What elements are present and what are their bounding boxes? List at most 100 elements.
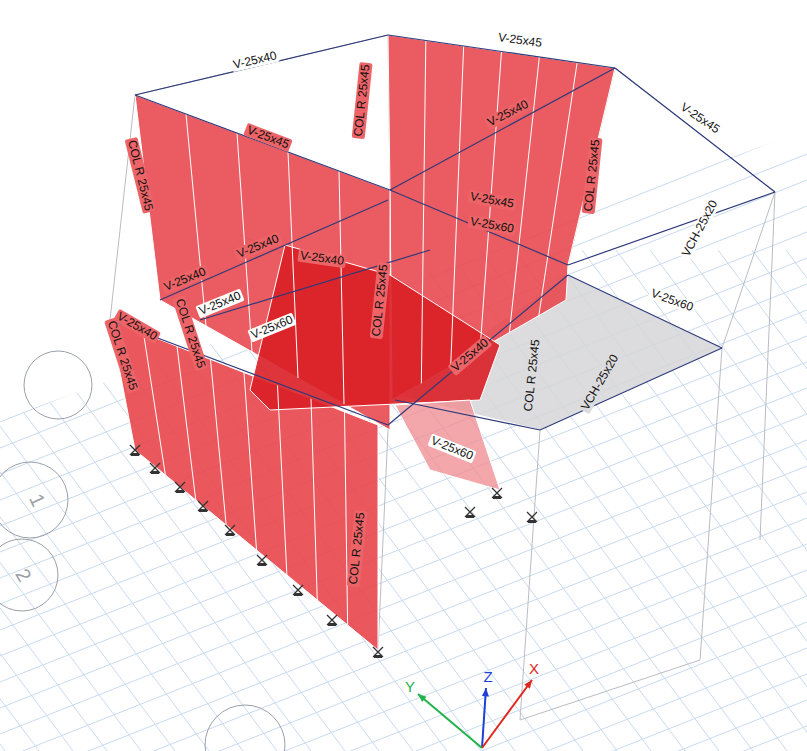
grid-line — [786, 250, 807, 751]
grid-line — [0, 466, 807, 751]
support-mark — [198, 501, 208, 511]
axis-arrow — [482, 680, 532, 748]
grid-bubble-number: 2 — [11, 563, 38, 587]
support-symbol — [198, 501, 208, 512]
support-symbol — [465, 507, 475, 518]
mesh-line — [339, 171, 344, 404]
mesh-line — [451, 46, 464, 367]
axis-arrow — [482, 688, 486, 748]
mesh-line — [177, 346, 196, 500]
support-mark — [257, 555, 267, 565]
beam-line — [568, 275, 722, 348]
support-symbol — [150, 463, 160, 474]
beam-line — [540, 348, 722, 430]
support-symbol — [327, 615, 337, 626]
support-mark — [492, 488, 502, 498]
support-mark — [130, 445, 140, 455]
support-mark — [150, 463, 160, 473]
axis-arrow — [418, 694, 482, 748]
beam-line — [395, 400, 540, 430]
support-base — [226, 533, 234, 536]
support-base — [493, 496, 501, 499]
grid-line — [0, 388, 807, 708]
mesh-line — [421, 41, 426, 384]
grid-line — [0, 544, 807, 751]
member-label: V-25x60 — [647, 286, 697, 315]
support-symbol — [293, 585, 303, 596]
support-symbol — [373, 647, 383, 658]
grid-bubble-number: 1 — [25, 488, 51, 511]
support-symbol — [257, 555, 267, 566]
shear-wall — [395, 400, 500, 490]
support-base — [131, 453, 139, 456]
support-mark — [175, 482, 185, 492]
support-base — [199, 509, 207, 512]
support-symbol — [175, 482, 185, 493]
grid-bubble — [205, 705, 285, 751]
mesh-line — [345, 412, 348, 625]
shear-wall — [388, 35, 615, 400]
mesh-line — [186, 114, 206, 326]
grid-line — [0, 518, 807, 751]
frame-line — [520, 660, 700, 720]
beam-line — [568, 192, 775, 265]
support-base — [528, 520, 536, 523]
axis-label: Y — [403, 678, 417, 695]
support-symbol — [527, 512, 537, 523]
mesh-line — [311, 399, 317, 600]
frame-line — [722, 192, 775, 348]
support-base — [151, 471, 159, 474]
mesh-line — [144, 333, 166, 475]
grid-line — [0, 726, 807, 751]
grid-bubble — [24, 351, 92, 419]
grid-bubble — [0, 539, 58, 611]
frame-line — [520, 430, 540, 720]
frame-line — [760, 192, 775, 540]
grid-line — [0, 700, 807, 751]
support-base — [294, 593, 302, 596]
grid-line — [752, 250, 807, 751]
axis-label: Z — [481, 668, 494, 685]
grid-line — [0, 622, 807, 751]
support-mark — [225, 525, 235, 535]
axis-head — [482, 688, 489, 697]
mesh-line — [288, 152, 298, 378]
beam-line — [390, 68, 615, 190]
mesh-line — [539, 63, 578, 317]
grid-bubble — [0, 462, 68, 538]
grid-line — [0, 596, 807, 751]
beam-line — [388, 275, 568, 425]
beam-line — [160, 200, 388, 300]
frame-line — [135, 35, 388, 95]
axis-head — [418, 694, 427, 702]
grid-line — [0, 570, 807, 751]
support-symbol — [225, 525, 235, 536]
frame-line — [110, 95, 135, 320]
support-mark — [327, 615, 337, 625]
axis-label: X — [527, 660, 541, 677]
beam-line — [135, 35, 388, 95]
frame-line — [700, 348, 722, 660]
support-symbol — [492, 488, 502, 499]
grid-line — [0, 414, 807, 734]
support-mark — [527, 512, 537, 522]
support-mark — [293, 585, 303, 595]
beam-line — [135, 95, 390, 190]
axis-head — [524, 680, 532, 689]
frame-line — [378, 430, 388, 650]
support-base — [258, 563, 266, 566]
grid-line — [0, 648, 807, 751]
grid-line — [0, 362, 807, 682]
grid-line — [718, 250, 807, 751]
mesh-line — [278, 386, 287, 575]
support-mark — [373, 647, 383, 657]
grid-line — [0, 492, 807, 751]
mesh-line — [244, 373, 257, 551]
mesh-line — [211, 359, 227, 525]
beam-line — [615, 68, 775, 192]
support-base — [374, 655, 382, 658]
support-base — [328, 623, 336, 626]
support-symbol — [130, 445, 140, 456]
